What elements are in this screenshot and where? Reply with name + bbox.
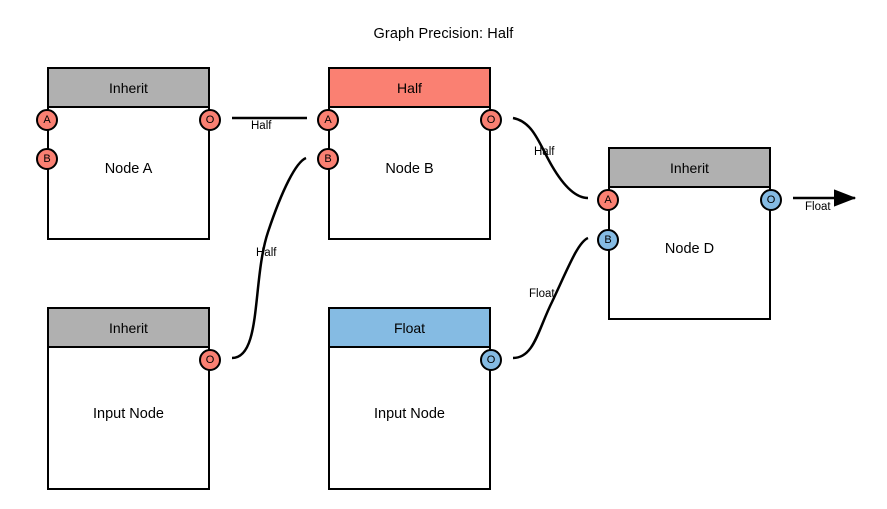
node-a-body: Node A — [49, 108, 208, 238]
node-b-input-port-b[interactable]: B — [317, 148, 339, 170]
input-node-left-output-port-o[interactable]: O — [199, 349, 221, 371]
node-b-header: Half — [330, 69, 489, 108]
node-d-label: Node D — [664, 241, 715, 257]
node-d-output-port-o[interactable]: O — [760, 189, 782, 211]
node-a-output-port-o[interactable]: O — [199, 109, 221, 131]
input-node-left-label: Input Node — [93, 406, 164, 422]
node-node-b[interactable]: Half Node B A B O — [317, 67, 502, 240]
input-node-mid-output-port-o[interactable]: O — [480, 349, 502, 371]
input-node-left-header: Inherit — [49, 309, 208, 348]
input-node-left-body: Input Node — [49, 348, 208, 488]
input-node-mid-body: Input Node — [330, 348, 489, 488]
edge-label-d-output: Float — [805, 201, 831, 213]
node-node-a[interactable]: Inherit Node A A B O — [36, 67, 221, 240]
input-node-mid-header: Float — [330, 309, 489, 348]
node-d-header: Inherit — [610, 149, 769, 188]
node-a-label: Node A — [104, 161, 153, 177]
node-node-d[interactable]: Inherit Node D A B O — [597, 147, 782, 320]
edge-label-b-to-d: Half — [534, 146, 555, 158]
node-input-node-left[interactable]: Inherit Input Node O — [47, 307, 221, 490]
page-title: Graph Precision: Half — [373, 26, 514, 42]
input-node-mid-label: Input Node — [374, 406, 445, 422]
node-b-body: Node B — [330, 108, 489, 238]
node-b-label: Node B — [385, 161, 434, 177]
node-d-input-port-b[interactable]: B — [597, 229, 619, 251]
node-a-input-port-b[interactable]: B — [36, 148, 58, 170]
edge-label-inmid-to-d: Float — [529, 288, 555, 300]
node-d-input-port-a[interactable]: A — [597, 189, 619, 211]
node-input-node-mid[interactable]: Float Input Node O — [328, 307, 502, 490]
edge-label-inleft-to-b: Half — [256, 247, 277, 259]
node-b-input-port-a[interactable]: A — [317, 109, 339, 131]
edge-label-a-to-b: Half — [251, 120, 272, 132]
edge-b-to-d-path — [512, 116, 589, 200]
node-b-output-port-o[interactable]: O — [480, 109, 502, 131]
node-d-body: Node D — [610, 188, 769, 318]
node-a-input-port-a[interactable]: A — [36, 109, 58, 131]
node-a-header: Inherit — [49, 69, 208, 108]
